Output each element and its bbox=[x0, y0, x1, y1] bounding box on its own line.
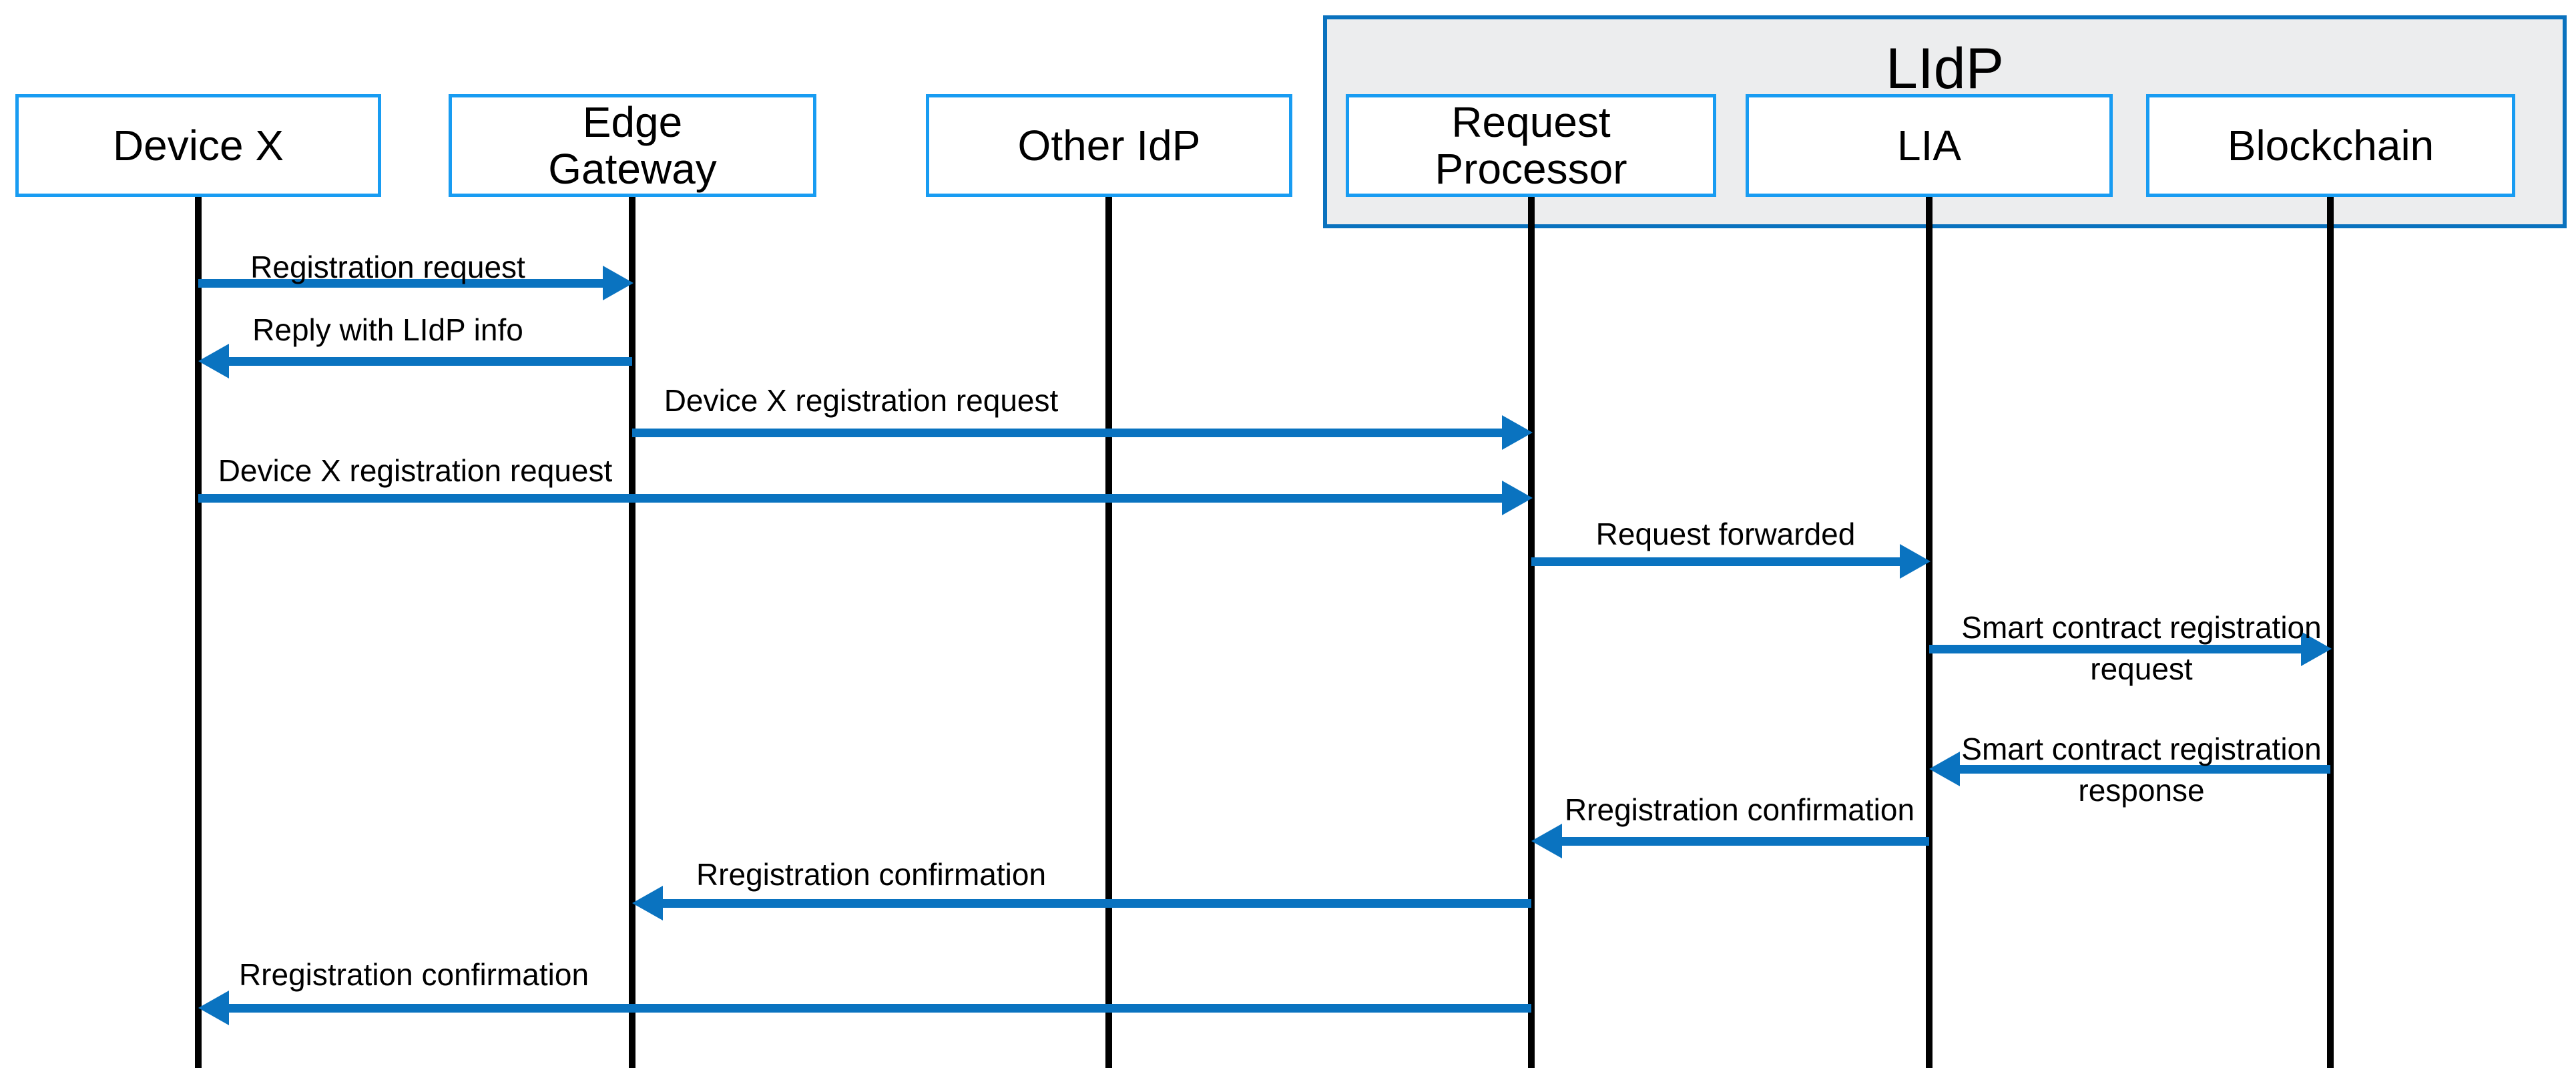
lifeline-request-processor bbox=[1528, 197, 1535, 1068]
message-arrow-shaft bbox=[659, 899, 1531, 908]
message-arrow-shaft bbox=[198, 494, 1505, 503]
message-arrow-shaft bbox=[1929, 645, 2304, 653]
message-label: Smart contract registration response bbox=[1961, 732, 2322, 808]
arrowhead-right-icon bbox=[603, 266, 633, 300]
arrowhead-right-icon bbox=[1900, 544, 1930, 579]
message-label: Device X registration request bbox=[218, 453, 613, 488]
lifeline-lia bbox=[1926, 197, 1933, 1068]
arrowhead-left-icon bbox=[1531, 824, 1562, 858]
arrowhead-right-icon bbox=[2301, 631, 2332, 666]
message-label: Rregistration confirmation bbox=[238, 957, 589, 992]
actor-label: Device X bbox=[112, 121, 284, 170]
message-label: Registration request bbox=[250, 250, 525, 284]
lifeline-edge-gateway bbox=[629, 197, 635, 1068]
message-arrow-shaft bbox=[225, 1004, 1531, 1013]
message-label: Request forwarded bbox=[1595, 517, 1856, 551]
arrowhead-right-icon bbox=[1502, 415, 1533, 450]
actor-lia: LIA bbox=[1746, 94, 2113, 197]
message-label: Rregistration confirmation bbox=[1564, 792, 1915, 827]
message-arrow-shaft bbox=[225, 357, 632, 366]
actor-label: Other IdP bbox=[1017, 121, 1201, 170]
message-arrow-shaft bbox=[632, 429, 1505, 437]
lidp-group-title: LIdP bbox=[1886, 37, 2004, 101]
message-label: Rregistration confirmation bbox=[696, 857, 1047, 892]
actor-label: Blockchain bbox=[2227, 121, 2434, 170]
lifeline-device-x bbox=[195, 197, 202, 1068]
arrowhead-left-icon bbox=[198, 991, 229, 1025]
actor-device-x: Device X bbox=[15, 94, 381, 197]
actor-label: LIA bbox=[1896, 121, 1962, 170]
actor-request-processor: Request Processor bbox=[1346, 94, 1716, 197]
actor-blockchain: Blockchain bbox=[2146, 94, 2515, 197]
message-arrow-shaft bbox=[1531, 557, 1902, 566]
actor-label: Edge Gateway bbox=[548, 98, 717, 193]
message-arrow-shaft bbox=[198, 279, 605, 288]
lifeline-other-idp bbox=[1105, 197, 1112, 1068]
actor-other-idp: Other IdP bbox=[926, 94, 1292, 197]
arrowhead-right-icon bbox=[1502, 481, 1533, 515]
message-label: Smart contract registration request bbox=[1961, 610, 2322, 686]
arrowhead-left-icon bbox=[198, 344, 229, 378]
arrowhead-left-icon bbox=[1929, 752, 1960, 786]
arrowhead-left-icon bbox=[632, 886, 663, 920]
actor-edge-gateway: Edge Gateway bbox=[449, 94, 816, 197]
actor-label: Request Processor bbox=[1435, 98, 1627, 193]
message-arrow-shaft bbox=[1558, 837, 1929, 846]
message-arrow-shaft bbox=[1956, 765, 2330, 774]
message-label: Reply with LIdP info bbox=[252, 312, 523, 347]
message-label: Device X registration request bbox=[664, 383, 1059, 418]
